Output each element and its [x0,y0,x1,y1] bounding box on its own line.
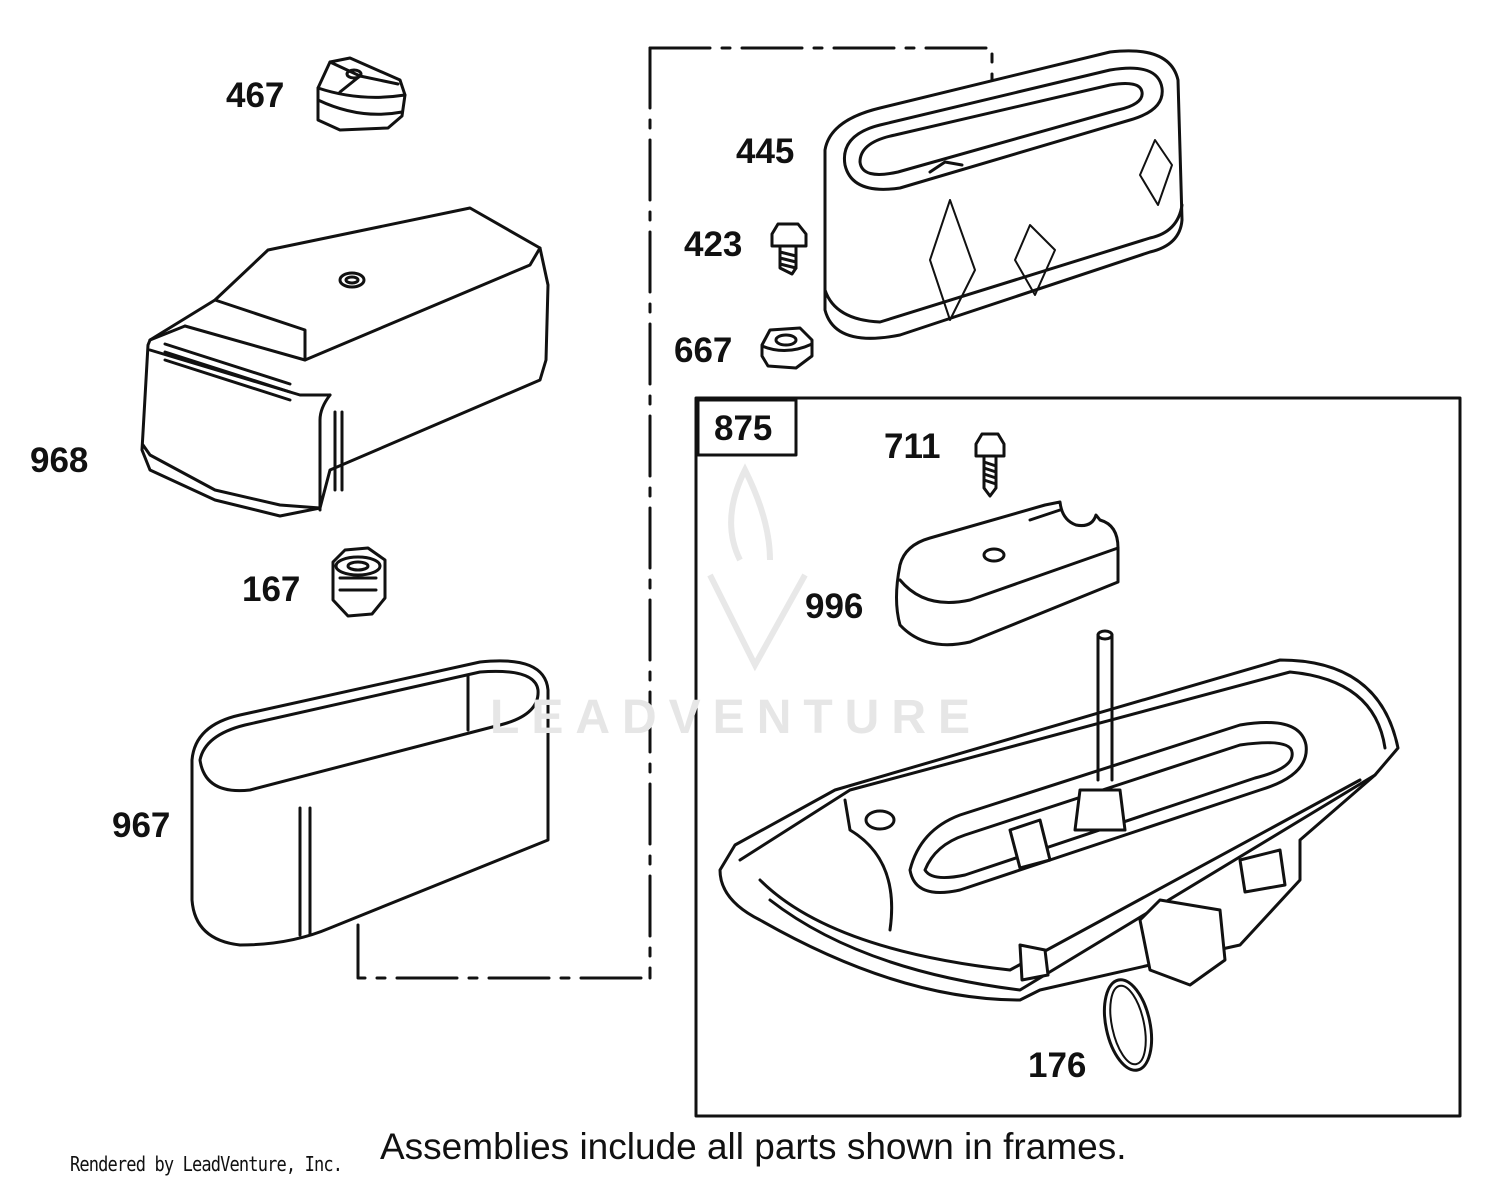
watermark-logo [707,463,808,672]
seal-176-drawing [1102,978,1154,1072]
assembly-label-875: 875 [714,409,773,448]
assembly-frame-875 [694,396,1462,1118]
grommet-167-drawing [331,546,387,618]
part-label-167: 167 [242,570,301,609]
part-label-176: 176 [1028,1046,1087,1085]
watermark-text: LEADVENTURE [490,691,983,744]
nut-667-drawing [760,326,814,370]
part-label-968: 968 [30,441,89,480]
part-label-967: 967 [112,806,171,845]
cover-996-drawing [895,500,1120,647]
leader-line-bottom [356,923,652,980]
part-label-711: 711 [884,427,941,466]
screw-423-drawing [770,222,808,276]
filter-445-drawing [823,49,1184,340]
part-label-996: 996 [805,587,864,626]
credit-text: Rendered by LeadVenture, Inc. [70,1152,343,1176]
assembly-number-box [696,398,798,457]
knob-467-drawing [316,56,407,132]
base-875-drawing [718,629,1400,1002]
frames-footnote: Assemblies include all parts shown in fr… [380,1126,1127,1167]
part-label-423: 423 [684,225,743,264]
precleaner-967-drawing [190,659,550,947]
screw-711-drawing [974,432,1006,498]
part-label-667: 667 [674,331,733,370]
cover-968-drawing [140,206,550,518]
part-label-467: 467 [226,76,285,115]
part-label-445: 445 [736,132,795,171]
